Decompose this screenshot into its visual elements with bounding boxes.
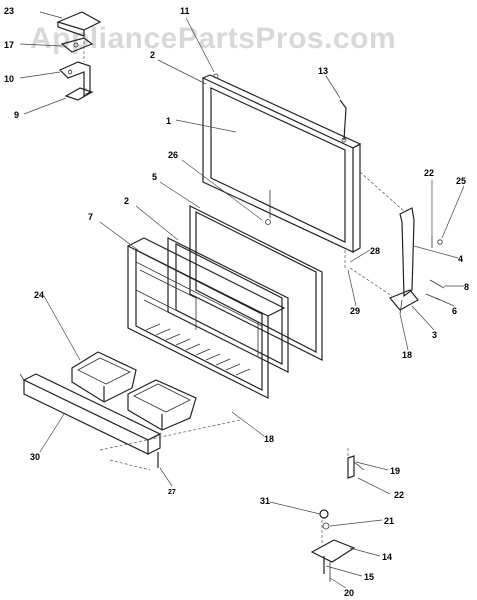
callout-18-right: 18 [402, 350, 412, 360]
callout-26: 26 [168, 150, 178, 160]
callout-24: 24 [34, 290, 44, 300]
callout-7: 7 [88, 212, 93, 222]
callout-28: 28 [370, 246, 380, 256]
screw-part-13 [339, 99, 347, 143]
callout-25: 25 [456, 176, 466, 186]
callout-19: 19 [390, 466, 400, 476]
callout-20: 20 [344, 588, 354, 598]
callout-6: 6 [452, 306, 457, 316]
hinge-bracket-part-17 [60, 37, 94, 53]
callout-27: 27 [168, 489, 176, 496]
callout-23: 23 [4, 6, 14, 16]
right-hinge-assembly [344, 171, 445, 315]
callout-10: 10 [4, 74, 14, 84]
callout-17: 17 [4, 40, 14, 50]
crisper-bins-part-24 [71, 351, 197, 431]
callout-22-top: 22 [424, 168, 434, 178]
callout-4: 4 [458, 254, 463, 264]
door-panel-part-1 [202, 73, 362, 253]
hinge-part-10 [58, 61, 91, 98]
hinge-bracket-part-3 [389, 289, 419, 311]
callout-21: 21 [384, 516, 394, 526]
hinge-part-4 [399, 207, 415, 298]
misc-small-parts [157, 452, 365, 582]
callout-labels: 23 17 10 9 11 2 1 13 26 5 2 7 22 25 28 4… [4, 6, 469, 598]
callout-15: 15 [364, 572, 374, 582]
bracket-part-19 [347, 455, 355, 479]
callout-1: 1 [166, 116, 171, 126]
callout-3: 3 [432, 330, 437, 340]
callout-30: 30 [30, 452, 40, 462]
callout-5: 5 [152, 172, 157, 182]
callout-2-top: 2 [150, 50, 155, 60]
callout-9: 9 [14, 110, 19, 120]
callout-13: 13 [318, 66, 328, 76]
callout-29: 29 [350, 306, 360, 316]
callout-31: 31 [260, 496, 270, 506]
leader-lines [19, 11, 465, 589]
callout-14: 14 [382, 552, 392, 562]
callout-18-bottom: 18 [264, 434, 274, 444]
watermark: AppliancePartsPros.com [30, 22, 397, 55]
washer-part-21 [322, 522, 330, 530]
callout-11: 11 [180, 6, 190, 16]
cap-part-31 [319, 509, 329, 519]
door-gasket-part-5 [189, 205, 323, 361]
door-shelf-frame-part-7 [127, 237, 286, 399]
bottom-hinge-part-14 [310, 539, 356, 563]
hinge-cover-part-23 [56, 11, 102, 37]
hinge-base-part-9 [64, 87, 94, 101]
door-bin-part-30 [19, 373, 162, 455]
callout-8: 8 [464, 282, 469, 292]
callout-22-bottom: 22 [394, 490, 404, 500]
callout-2-mid: 2 [124, 196, 129, 206]
top-hinge-assembly [56, 11, 102, 101]
